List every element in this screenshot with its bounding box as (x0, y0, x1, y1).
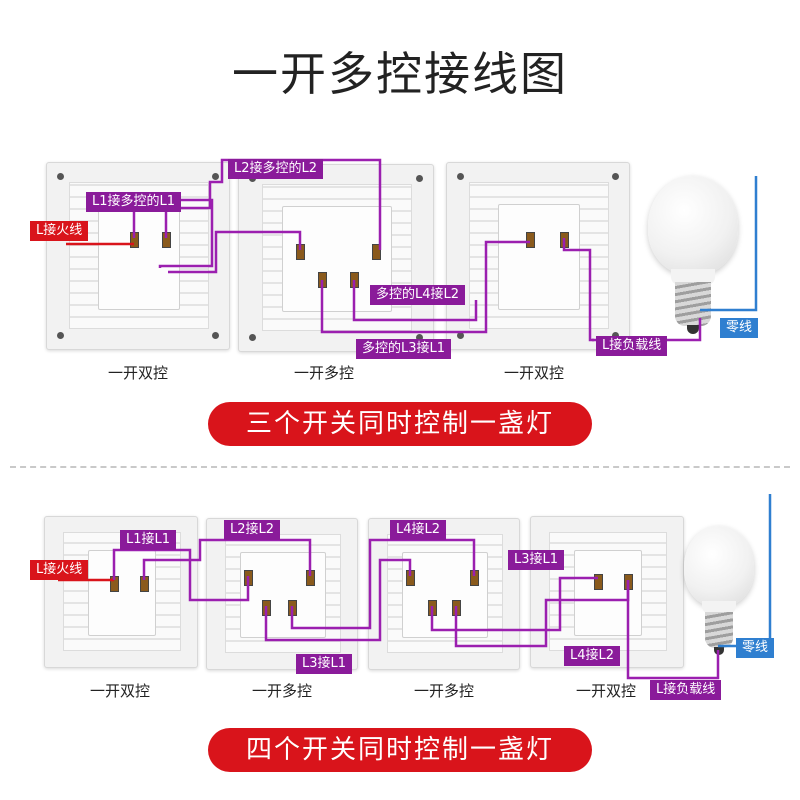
switch-multi-1 (238, 164, 434, 352)
label-l1-multi: L1接多控的L1 (86, 192, 182, 212)
page-title: 一开多控接线图 (232, 47, 568, 101)
terminal (244, 570, 253, 586)
section-banner: 四个开关同时控制一盏灯 (208, 728, 592, 772)
terminal (306, 570, 315, 586)
label-l2-multi: L2接多控的L2 (228, 159, 324, 179)
terminal (140, 576, 149, 592)
terminal (594, 574, 603, 590)
terminal (526, 232, 535, 248)
label-l4: L4接L2 (390, 520, 447, 540)
switch-caption: 一开多控 (413, 682, 474, 700)
terminal (110, 576, 119, 592)
terminal (406, 570, 415, 586)
terminal (470, 570, 479, 586)
switch-caption: 一开双控 (503, 364, 564, 382)
switch-caption: 一开双控 (89, 682, 150, 700)
label-neutral: 零线 (720, 318, 759, 338)
label-l-fire: L接火线 (30, 221, 89, 241)
label-l-load: L接负载线 (596, 336, 668, 356)
light-bulb-icon (648, 176, 738, 336)
terminal (452, 600, 461, 616)
label-l-load: L接负载线 (650, 680, 722, 700)
label-multi-l4-l2: 多控的L4接L2 (370, 285, 466, 305)
switch-caption: 一开多控 (293, 364, 354, 382)
terminal (288, 600, 297, 616)
terminal (372, 244, 381, 260)
section-banner: 三个开关同时控制一盏灯 (208, 402, 592, 446)
label-l1: L1接L1 (120, 530, 177, 550)
label-l3-a: L3接L1 (296, 654, 353, 674)
terminal (262, 600, 271, 616)
switch-multi-3 (368, 518, 520, 670)
switch-caption: 一开双控 (107, 364, 168, 382)
label-l4-b: L4接L2 (564, 646, 621, 666)
terminal (162, 232, 171, 248)
switch-multi-2 (206, 518, 358, 670)
terminal (350, 272, 359, 288)
terminal (296, 244, 305, 260)
terminal (130, 232, 139, 248)
terminal (318, 272, 327, 288)
switch-caption: 一开双控 (575, 682, 636, 700)
switch-two-way-1 (46, 162, 230, 350)
terminal (560, 232, 569, 248)
label-multi-l3-l1: 多控的L3接L1 (356, 339, 452, 359)
label-neutral: 零线 (736, 638, 775, 658)
light-bulb-icon (684, 526, 754, 656)
switch-two-way-2 (446, 162, 630, 350)
divider (10, 466, 790, 468)
label-l3-b: L3接L1 (508, 550, 565, 570)
terminal (428, 600, 437, 616)
label-l-fire: L接火线 (30, 560, 89, 580)
label-l2: L2接L2 (224, 520, 281, 540)
terminal (624, 574, 633, 590)
switch-caption: 一开多控 (251, 682, 312, 700)
